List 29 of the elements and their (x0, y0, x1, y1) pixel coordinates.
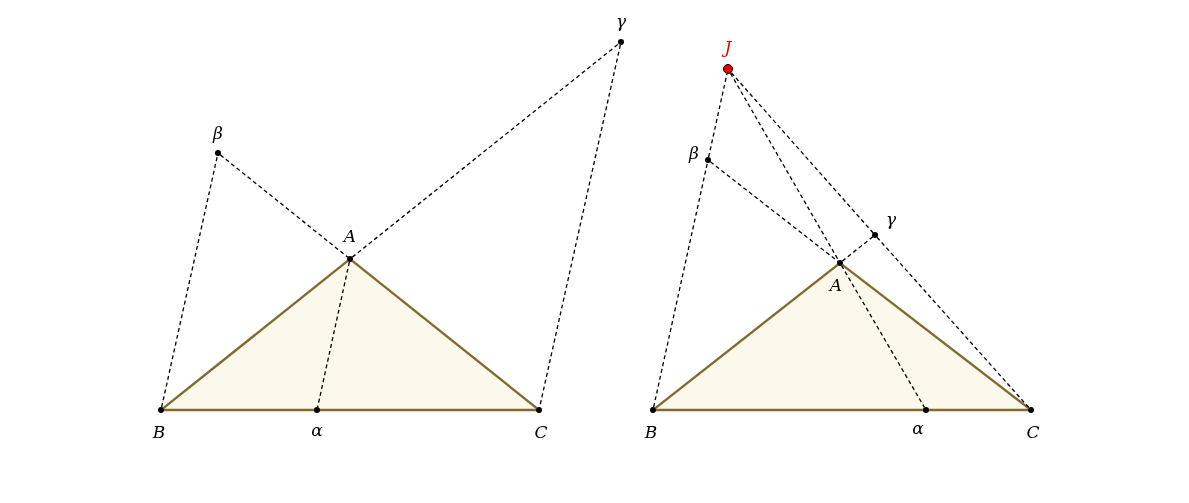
triangle-side (656, 408, 1028, 412)
dashed-line (840, 264, 926, 409)
point-label: α (311, 421, 323, 439)
triangle-side (654, 263, 839, 410)
point-label: B (152, 423, 166, 441)
point-label: α (912, 419, 924, 437)
dashed-line (351, 43, 620, 258)
triangle-side (841, 263, 1030, 410)
triangle-side (351, 259, 538, 410)
point-label: γ (615, 12, 627, 30)
dashed-line (730, 72, 874, 234)
dashed-line (219, 154, 349, 258)
triangle-side (162, 259, 349, 410)
dashed-line (653, 162, 708, 408)
dashed-line (841, 236, 874, 262)
point-label: C (534, 423, 548, 441)
point-label: γ (885, 210, 897, 228)
dashed-line (708, 73, 728, 158)
triangle-side (164, 408, 536, 412)
point-label: C (1026, 423, 1040, 441)
point-label: A (343, 227, 357, 245)
dashed-line (161, 155, 218, 408)
point-label: β (689, 144, 699, 162)
dashed-line (729, 72, 840, 262)
point-label: A (829, 276, 843, 294)
point-label: B (644, 423, 658, 441)
point-label: β (213, 124, 223, 142)
dashed-line (317, 261, 350, 408)
dashed-line (876, 236, 1030, 409)
